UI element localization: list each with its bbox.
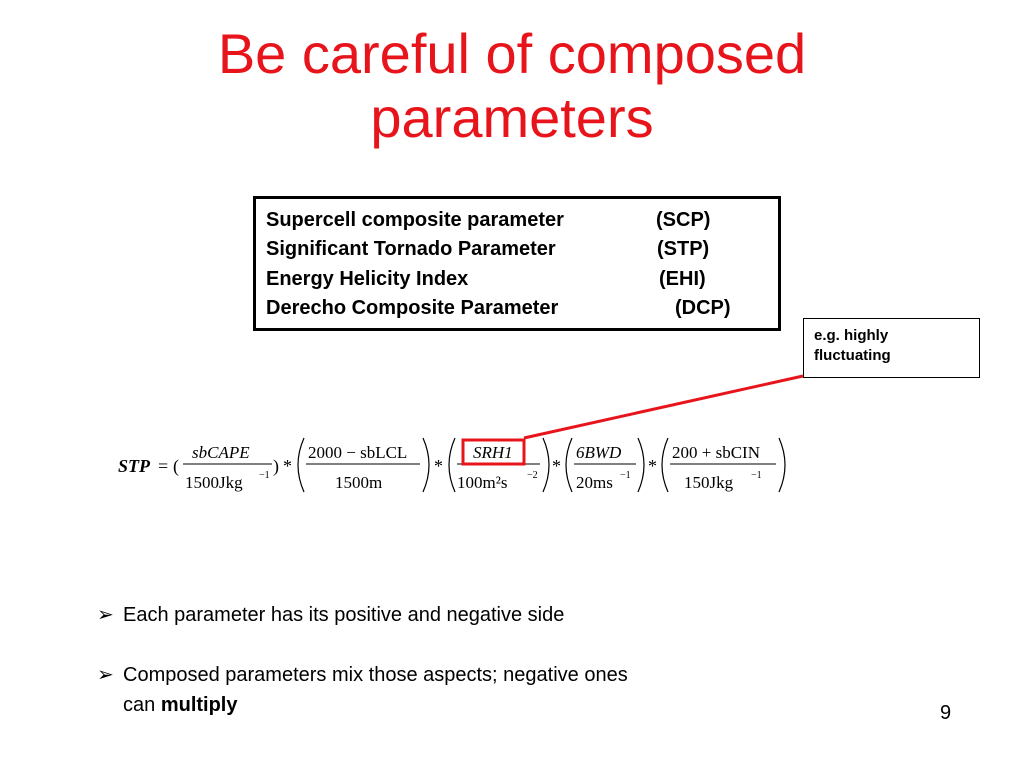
paren-big-2-open [297,437,305,493]
abbr-code: (SCP) [656,209,711,231]
t2-denominator: 1500m [335,473,382,492]
t3-denominator: 100m²s [457,473,507,492]
t5-numerator: 200 + sbCIN [672,443,760,462]
abbr-code: (EHI) [659,268,706,290]
bullet-arrow-icon: ➢ [97,664,114,686]
t5-denominator: 150Jkg [684,473,734,492]
bullet-item-1: ➢ Each parameter has its positive and ne… [97,600,628,630]
paren-big-3-close [542,437,550,493]
paren-big-4-open [565,437,573,493]
t1-exponent: −1 [259,470,270,481]
t4-numerator: 6BWD [576,443,622,462]
paren-big-2-close [422,437,430,493]
abbr-name: Significant Tornado Parameter [266,238,556,260]
t1-numerator: sbCAPE [192,443,250,462]
abbreviation-box: Supercell composite parameter (SCP) Sign… [253,196,781,331]
times-4: * [648,456,657,476]
t3-exponent: −2 [527,470,538,481]
paren-big-3-open [448,437,456,493]
callout-line-2: fluctuating [814,347,891,364]
t1-denominator: 1500Jkg [185,473,243,492]
bullet-list: ➢ Each parameter has its positive and ne… [97,600,628,720]
bullet-bold-word: multiply [160,694,238,716]
page-number: 9 [940,702,952,724]
callout-box: e.g. highly fluctuating [803,318,980,378]
paren-close-1: ) [273,456,279,477]
title-line-1: Be careful of composed [217,22,807,85]
abbr-name: Derecho Composite Parameter [266,297,559,319]
srh-highlight-box [461,438,526,466]
paren-big-5-close [778,437,786,493]
paren-big-5-open [661,437,669,493]
times-1: * [283,456,292,476]
times-2: * [434,456,443,476]
t4-exponent: −1 [620,470,631,481]
t2-numerator: 2000 − sbLCL [308,443,407,462]
slide-title: Be careful of composed parameters [0,22,1024,150]
t4-denominator: 20ms [576,473,613,492]
abbr-code: (DCP) [675,297,731,319]
times-3: * [552,456,561,476]
callout-line-1: e.g. highly [814,327,889,344]
bullet-text-cont: can [123,694,161,716]
paren-big-4-close [637,437,645,493]
title-line-2: parameters [370,86,654,149]
t3-numerator: SRH1 [473,443,513,462]
bullet-text: Each parameter has its positive and nega… [123,604,565,626]
formula-lhs: STP [118,456,151,476]
bullet-text: Composed parameters mix those aspects; n… [123,664,628,686]
bullet-arrow-icon: ➢ [97,604,114,626]
t5-exponent: −1 [751,470,762,481]
connector-line [523,374,804,440]
abbr-name: Energy Helicity Index [266,268,469,290]
abbr-name: Supercell composite parameter [266,209,564,231]
abbr-code: (STP) [657,238,710,260]
bullet-item-2: ➢ Composed parameters mix those aspects;… [97,660,628,720]
paren-open-1: ( [173,456,179,477]
formula-equals: = [158,456,168,476]
